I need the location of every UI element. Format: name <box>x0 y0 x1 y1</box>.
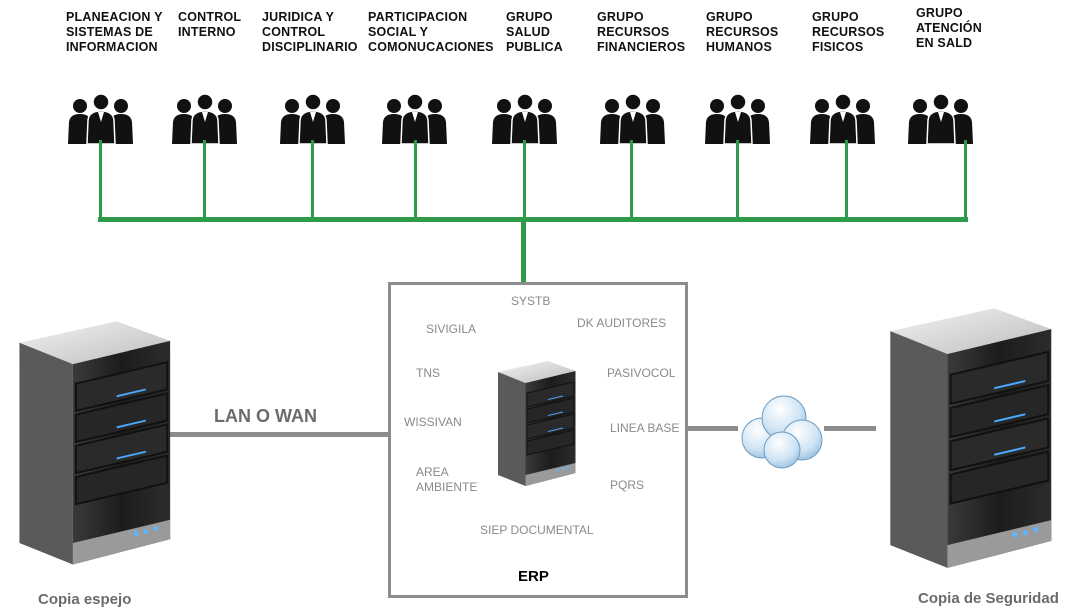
backup-server-caption: Copia de Seguridad <box>918 590 1059 607</box>
people-group-icon <box>598 92 668 144</box>
erp-label: ERP <box>518 568 549 585</box>
people-group-icon <box>278 92 348 144</box>
cloud-icon <box>741 395 823 469</box>
bus-drop-line <box>311 140 314 222</box>
bus-drop-line <box>99 140 102 222</box>
backup-server-icon <box>868 300 1058 570</box>
module-siep-documental: SIEP DOCUMENTAL <box>480 523 594 537</box>
module-tns: TNS <box>416 366 440 380</box>
people-group-icon <box>703 92 773 144</box>
module-pasivocol: PASIVOCOL <box>607 366 676 380</box>
erp-server-icon <box>488 357 578 487</box>
module-sivigila: SIVIGILA <box>426 322 477 336</box>
lan-wan-label: LAN O WAN <box>214 406 317 426</box>
bus-trunk-line <box>521 217 526 285</box>
module-dk-auditores: DK AUDITORES <box>577 316 667 330</box>
people-group-icon <box>490 92 560 144</box>
people-group-icon <box>380 92 450 144</box>
bus-drop-line <box>845 140 848 222</box>
mirror-server-caption: Copia espejo <box>38 591 132 608</box>
lan-link-line <box>170 432 391 437</box>
bus-drop-line <box>414 140 417 222</box>
cloud-link-line-right <box>824 426 876 431</box>
bus-drop-line <box>736 140 739 222</box>
module-linea-base: LINEA BASE <box>610 421 680 435</box>
people-group-icon <box>906 92 976 144</box>
module-pqrs: PQRS <box>610 478 645 492</box>
bus-drop-line <box>203 140 206 222</box>
bus-drop-line <box>964 140 967 222</box>
network-bus <box>98 217 968 222</box>
bus-drop-line <box>523 140 526 222</box>
module-systb: SYSTB <box>511 294 551 308</box>
people-group-icon <box>170 92 240 144</box>
bus-drop-line <box>630 140 633 222</box>
mirror-server-icon <box>0 310 175 570</box>
module-wissivan: WISSIVAN <box>404 415 462 429</box>
people-group-icon <box>66 92 136 144</box>
people-group-icon <box>808 92 878 144</box>
cloud-link-line-left <box>688 426 738 431</box>
